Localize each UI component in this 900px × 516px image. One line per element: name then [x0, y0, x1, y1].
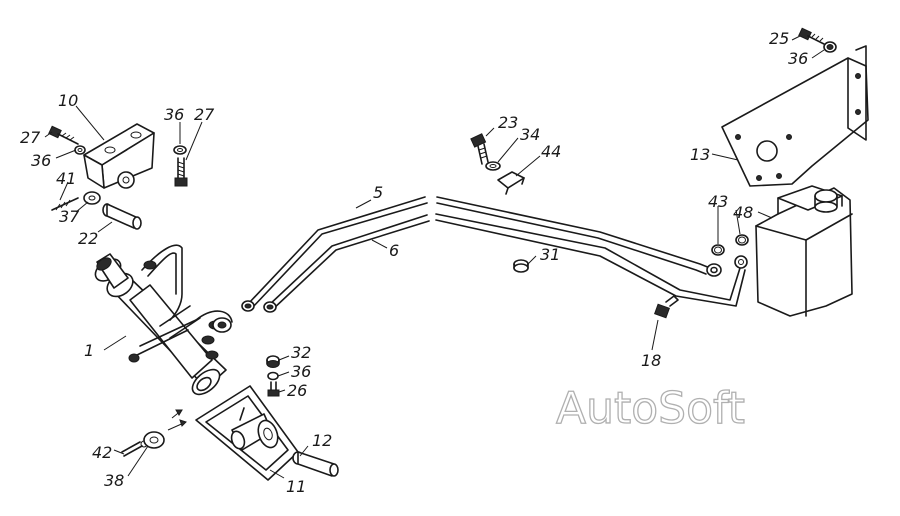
part-13-bracket	[721, 45, 869, 187]
callout-5: 5	[373, 183, 383, 202]
callout-12: 12	[312, 431, 332, 450]
callout-38: 38	[104, 471, 124, 490]
pipe-5	[241, 196, 428, 312]
pipe-6	[263, 214, 430, 313]
callout-27-left: 27	[20, 128, 41, 147]
part-10-bracket	[83, 123, 155, 189]
callout-32: 32	[291, 343, 311, 362]
callout-36-upper: 36	[164, 105, 184, 124]
bolt-27-vertical	[174, 157, 188, 187]
bolt-23	[470, 133, 489, 165]
callout-48: 48	[733, 203, 753, 222]
callout-37: 37	[59, 207, 80, 226]
clip-44	[497, 171, 525, 195]
part-48-tank	[755, 185, 853, 317]
callout-6: 6	[389, 241, 399, 260]
pin-22	[102, 203, 142, 230]
bolt-25	[798, 27, 825, 45]
callout-23: 23	[498, 113, 518, 132]
callout-11: 11	[286, 477, 306, 496]
part-1-cylinder	[94, 244, 233, 396]
callout-26: 26	[287, 381, 307, 400]
callout-43: 43	[708, 192, 728, 211]
washer-37	[83, 191, 101, 205]
watermark: AutoSoft	[556, 383, 745, 434]
part-11-plate	[195, 385, 299, 481]
callout-44: 44	[541, 142, 561, 161]
washer-38	[143, 431, 165, 449]
callout-10: 10	[58, 91, 78, 110]
o-ring-43-right	[735, 234, 749, 246]
washer-36-upper	[173, 145, 187, 155]
callout-36-middle: 36	[291, 362, 311, 381]
callout-27-upper: 27	[194, 105, 215, 124]
callout-13: 13	[690, 145, 710, 164]
o-ring-43-left	[711, 244, 725, 256]
washer-36-middle	[267, 371, 279, 381]
bolt-27-left	[48, 125, 79, 145]
washer-36-left	[74, 145, 86, 155]
pin-12	[292, 451, 339, 477]
assembly-arrows	[167, 409, 187, 431]
callout-42: 42	[92, 443, 112, 462]
nut-32	[266, 355, 280, 368]
callout-1: 1	[84, 341, 94, 360]
callout-18: 18	[641, 351, 661, 370]
callout-36-topright: 36	[788, 49, 808, 68]
bolt-18	[654, 295, 679, 319]
pipe-right-lower	[435, 213, 748, 307]
callout-31: 31	[540, 245, 560, 264]
callout-41: 41	[56, 169, 76, 188]
nut-31	[513, 259, 529, 273]
callout-25: 25	[769, 29, 789, 48]
bolt-26	[267, 381, 280, 397]
callout-36-left: 36	[31, 151, 51, 170]
leader-lines	[44, 35, 825, 479]
washer-36-topright	[823, 41, 837, 53]
callout-labels: 10 27 36 41 37 22 36 27 1 5 6 23 34 44 3…	[20, 29, 808, 496]
callout-34: 34	[520, 125, 540, 144]
washer-34	[485, 161, 501, 171]
pipe-right-upper	[436, 196, 722, 277]
screw-41	[51, 197, 79, 211]
callout-22: 22	[78, 229, 98, 248]
